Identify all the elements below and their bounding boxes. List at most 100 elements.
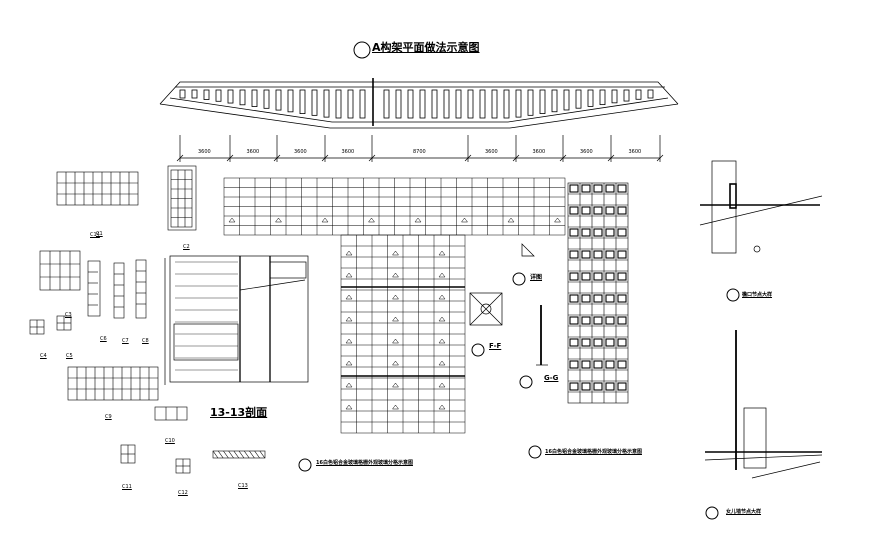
window-tag: C11 <box>122 484 132 490</box>
dim-slash <box>559 154 567 162</box>
right-grid-pane <box>617 316 627 325</box>
roof-slat <box>551 89 558 113</box>
glass-mark <box>392 272 399 278</box>
right-grid-pane <box>593 184 603 193</box>
glass-mark <box>392 360 399 366</box>
right-grid-pane <box>569 338 579 347</box>
right-grid-pane <box>581 250 591 259</box>
roof-slat <box>623 89 630 102</box>
right-grid-pane <box>569 316 579 325</box>
right-grid-pane <box>617 360 627 369</box>
win-m-diag <box>249 450 255 459</box>
label-circle <box>705 506 719 520</box>
glass-mark <box>345 360 353 366</box>
right-grid-pane <box>581 272 591 281</box>
detail-triangle <box>521 243 535 257</box>
glass-mark <box>345 294 353 300</box>
label-circle <box>298 458 312 472</box>
dim-value: 3600 <box>294 149 307 155</box>
roof-slat <box>431 89 438 119</box>
glass-mark <box>507 217 515 223</box>
right-grid-pane <box>569 294 579 303</box>
win-m-diag <box>243 450 250 459</box>
win-m-diag <box>223 450 229 459</box>
roof-slat <box>287 89 294 113</box>
right-grid-pane <box>605 360 615 369</box>
roof-inner-line <box>169 97 669 123</box>
roof-slat <box>347 89 354 119</box>
window-tag: C2 <box>183 244 190 250</box>
dim-value: 3600 <box>580 149 593 155</box>
glass-mark <box>392 338 399 344</box>
roof-slat <box>311 89 318 116</box>
right-grid-pane <box>617 338 627 347</box>
note-bottom-mid: 16白色铝合金玻璃格栅外观玻璃分格示意图 <box>545 449 642 455</box>
roof-slat <box>611 89 618 104</box>
right-grid-pane <box>617 206 627 215</box>
right-grid-pane <box>605 272 615 281</box>
dim-value: 3600 <box>198 149 211 155</box>
node-top-slope <box>699 195 823 226</box>
dim-slash <box>607 154 615 162</box>
detail-label: 详图 <box>530 274 543 281</box>
roof-slat <box>323 89 330 118</box>
t-shaped-grid-plan <box>223 177 566 434</box>
dim-slash <box>368 154 376 162</box>
roof-slat <box>191 89 198 99</box>
win-j <box>154 406 188 421</box>
note-bottom-left: 16白色铝合金玻璃格栅外观玻璃分格示意图 <box>316 460 413 466</box>
win-e <box>113 262 125 319</box>
right-grid-pane <box>617 294 627 303</box>
right-grid-elevation <box>567 182 629 404</box>
roof-slat <box>335 89 342 119</box>
roof-slat <box>539 89 546 114</box>
glass-mark <box>438 338 446 344</box>
right-grid-pane <box>593 272 603 281</box>
roof-slat <box>419 89 426 119</box>
window-tag: C7 <box>122 338 129 344</box>
roof-outline-bottom <box>159 103 679 129</box>
roof-slat <box>299 89 306 115</box>
roof-slat <box>239 89 246 106</box>
right-node-details <box>699 160 823 479</box>
roof-slat <box>587 89 594 107</box>
win-d <box>87 260 101 317</box>
roof-slat <box>635 89 642 100</box>
right-grid-pane <box>605 184 615 193</box>
roof-slat <box>467 89 474 119</box>
detail-node <box>469 292 503 326</box>
win-m-diag <box>217 450 224 459</box>
roof-slat <box>263 89 270 109</box>
window-tag: C12 <box>178 490 188 496</box>
window-tag: C4 <box>40 353 47 359</box>
win-a <box>56 171 139 206</box>
roof-slat <box>491 89 498 119</box>
dim-slash <box>176 154 184 162</box>
glass-mark <box>345 382 353 388</box>
right-grid-pane <box>617 184 627 193</box>
dim-slash <box>656 154 664 162</box>
glass-mark <box>438 250 446 256</box>
dim-value: 8700 <box>413 149 426 155</box>
glass-mark <box>368 217 375 223</box>
note-right-top: 檐口节点大样 <box>742 292 773 298</box>
right-grid-pane <box>605 294 615 303</box>
roof-slat <box>251 89 258 107</box>
dim-value: 3600 <box>485 149 498 155</box>
roof-slat <box>563 89 570 111</box>
roof-slat <box>443 89 450 119</box>
dim-value: 3600 <box>532 149 546 155</box>
win-b <box>167 165 197 231</box>
detail-node-center <box>480 303 492 315</box>
right-grid-pane <box>593 250 603 259</box>
glass-mark <box>345 316 353 322</box>
section-panel <box>173 323 239 361</box>
win-f <box>135 259 147 319</box>
glass-mark <box>414 217 422 223</box>
roof-slat <box>527 89 534 116</box>
glass-mark <box>438 360 446 366</box>
glass-mark <box>275 217 282 223</box>
window-tag: C3 <box>65 312 72 318</box>
section-gg-label: G-G <box>544 374 559 382</box>
roof-slat <box>503 89 510 119</box>
